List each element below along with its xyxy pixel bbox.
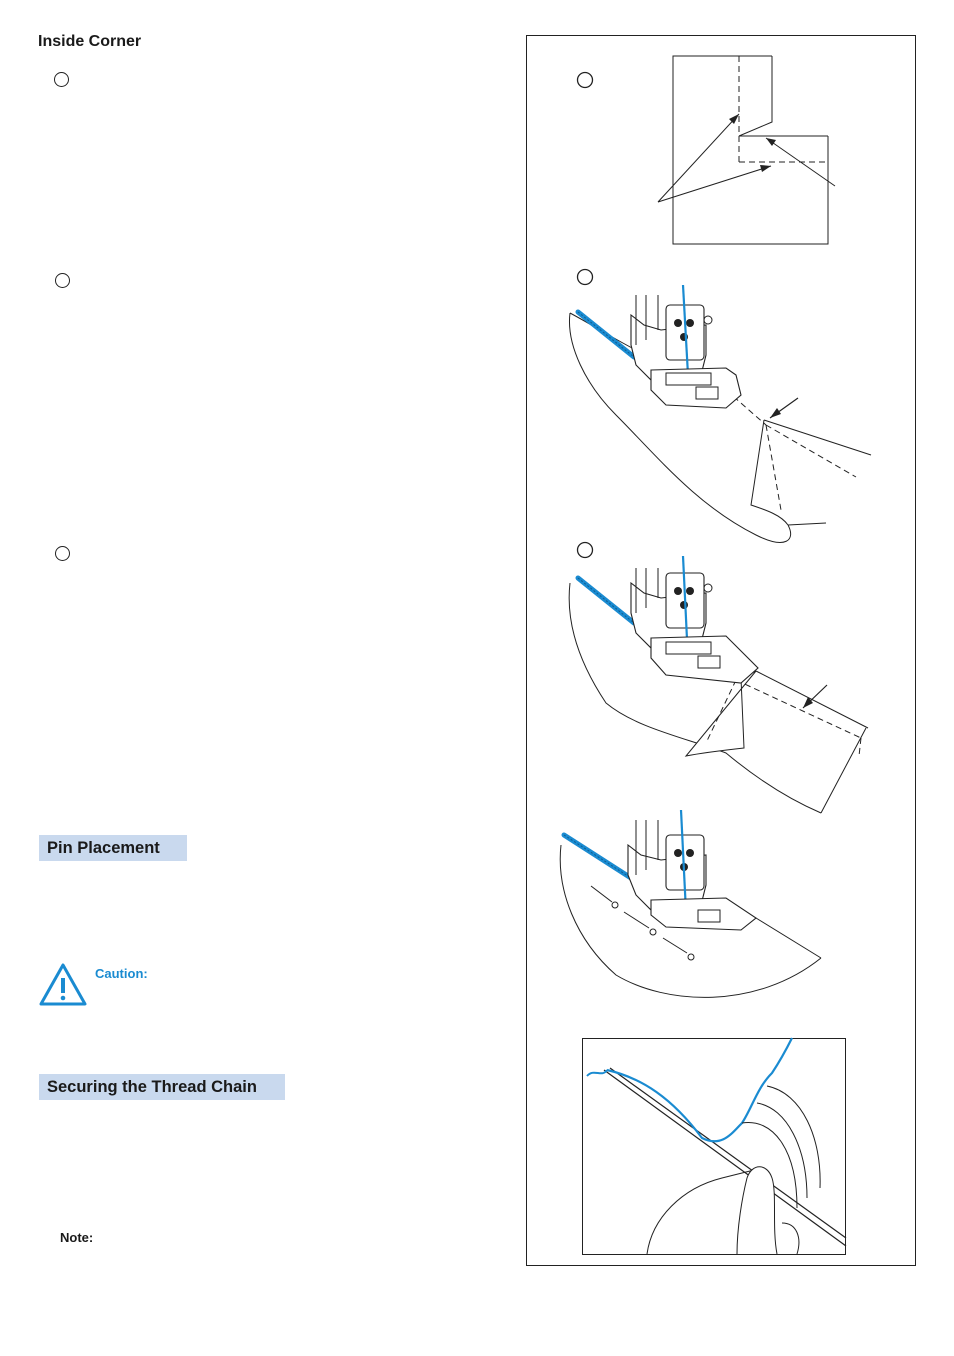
section-heading-securing-thread-chain: Securing the Thread Chain — [39, 1074, 285, 1100]
illustration-inside-corner-diagram — [576, 55, 836, 245]
caution-label: Caution: — [95, 966, 148, 981]
step-1-marker — [54, 72, 69, 87]
page-title: Inside Corner — [38, 33, 142, 50]
warning-triangle-icon — [38, 962, 88, 1007]
illustration-panel — [526, 35, 916, 1266]
illustration-sewing-corner-step-3 — [568, 541, 869, 814]
illustration-pin-placement — [559, 809, 822, 998]
note-label: Note: — [60, 1230, 94, 1245]
illustration-step-1-marker — [576, 71, 594, 89]
illustration-step-3-marker — [576, 541, 594, 559]
illustration-step-2-marker — [576, 268, 594, 286]
illustration-sewing-corner-step-2 — [568, 268, 872, 543]
step-3-marker — [55, 546, 70, 561]
step-2-marker — [55, 273, 70, 288]
illustration-securing-thread-chain — [582, 1037, 847, 1255]
section-heading-pin-placement: Pin Placement — [39, 835, 187, 861]
